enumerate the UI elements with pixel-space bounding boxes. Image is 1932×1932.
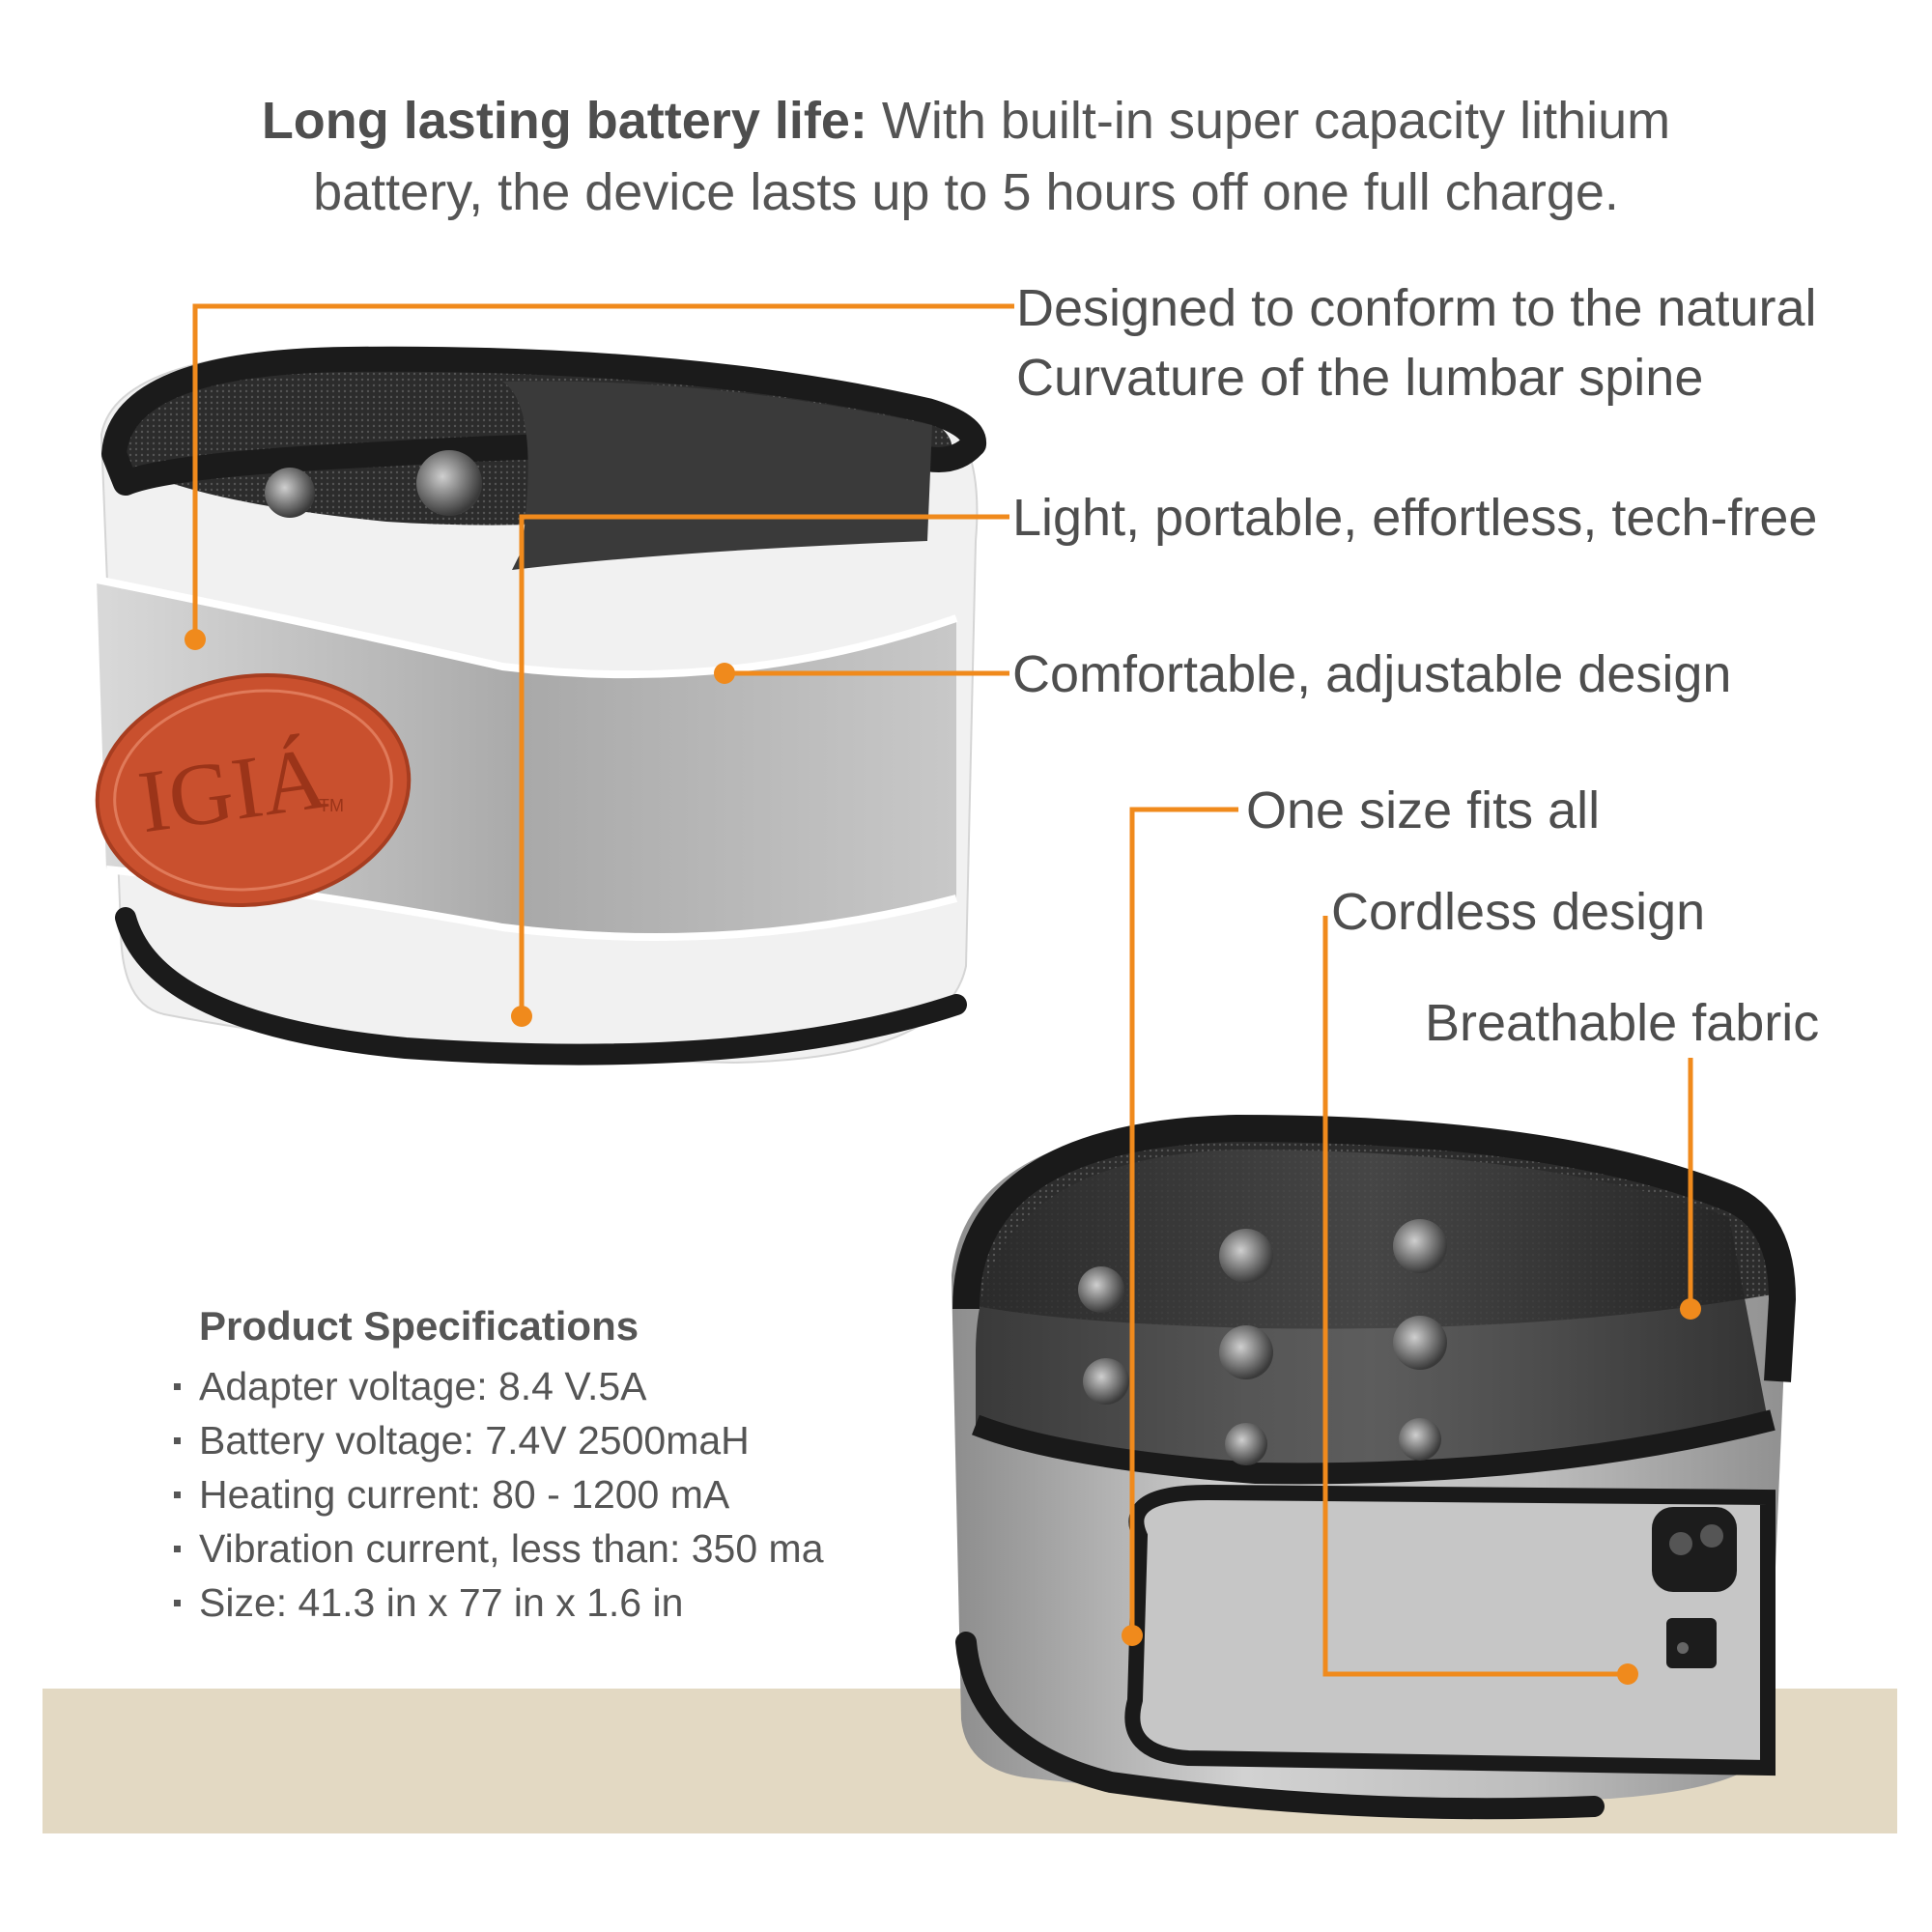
vibration-button-icon	[1700, 1524, 1723, 1548]
callout-dots	[185, 629, 1701, 1685]
product-specifications: Product Specifications Adapter voltage: …	[174, 1299, 947, 1630]
control-button-panel	[1652, 1507, 1737, 1592]
headline: Long lasting battery life: With built-in…	[0, 85, 1932, 228]
headline-line-1: Long lasting battery life: With built-in…	[0, 85, 1932, 156]
bullet-icon	[174, 1600, 181, 1606]
bullet-icon	[174, 1546, 181, 1552]
dot-light	[511, 1006, 532, 1027]
leader-cordless	[1322, 916, 1628, 1677]
bullet-icon	[174, 1437, 181, 1444]
callout-breathable: Breathable fabric	[1425, 994, 1820, 1052]
spec-item: Size: 41.3 in x 77 in x 1.6 in	[174, 1576, 947, 1630]
headline-line1-rest: With built-in super capacity lithium	[867, 92, 1671, 150]
igia-logo-patch: IGIÁ TM	[95, 672, 412, 908]
spec-item: Vibration current, less than: 350 ma	[174, 1521, 947, 1576]
headline-line-2: battery, the device lasts up to 5 hours …	[313, 163, 1619, 221]
bullet-icon	[174, 1492, 181, 1498]
dot-one-size	[1122, 1625, 1143, 1646]
callout-light: Light, portable, effortless, tech-free	[1012, 489, 1818, 547]
bullet-icon	[174, 1383, 181, 1390]
callout-one-size: One size fits all	[1246, 781, 1601, 839]
specs-list: Adapter voltage: 8.4 V.5A Battery voltag…	[174, 1359, 947, 1630]
callout-conform-line-2: Curvature of the lumbar spine	[1016, 349, 1704, 407]
heat-button-icon	[1669, 1532, 1692, 1555]
callout-conform: Designed to conform to the natural Curva…	[1016, 273, 1816, 412]
callout-lines	[192, 303, 1693, 1677]
belt-1: IGIÁ TM	[95, 346, 986, 1065]
leader-conform	[192, 303, 1014, 639]
spec-item: Battery voltage: 7.4V 2500maH	[174, 1413, 947, 1467]
dot-breathable	[1680, 1298, 1701, 1320]
dot-comfortable	[714, 663, 735, 684]
specs-title: Product Specifications	[199, 1303, 639, 1349]
headline-bold: Long lasting battery life:	[261, 92, 867, 150]
callout-cordless: Cordless design	[1331, 883, 1706, 941]
power-switch	[1666, 1618, 1717, 1668]
dot-conform	[185, 629, 206, 650]
callout-conform-line-1: Designed to conform to the natural	[1016, 279, 1817, 337]
spec-item: Adapter voltage: 8.4 V.5A	[174, 1359, 947, 1413]
belt-2	[952, 1115, 1796, 1820]
dot-cordless	[1617, 1663, 1638, 1685]
leader-light	[519, 514, 1009, 1016]
leader-one-size	[1129, 807, 1238, 1635]
power-icon	[1677, 1642, 1689, 1654]
igia-logo-tm: TM	[319, 796, 344, 815]
callout-comfortable: Comfortable, adjustable design	[1012, 645, 1732, 703]
spec-item: Heating current: 80 - 1200 mA	[174, 1467, 947, 1521]
